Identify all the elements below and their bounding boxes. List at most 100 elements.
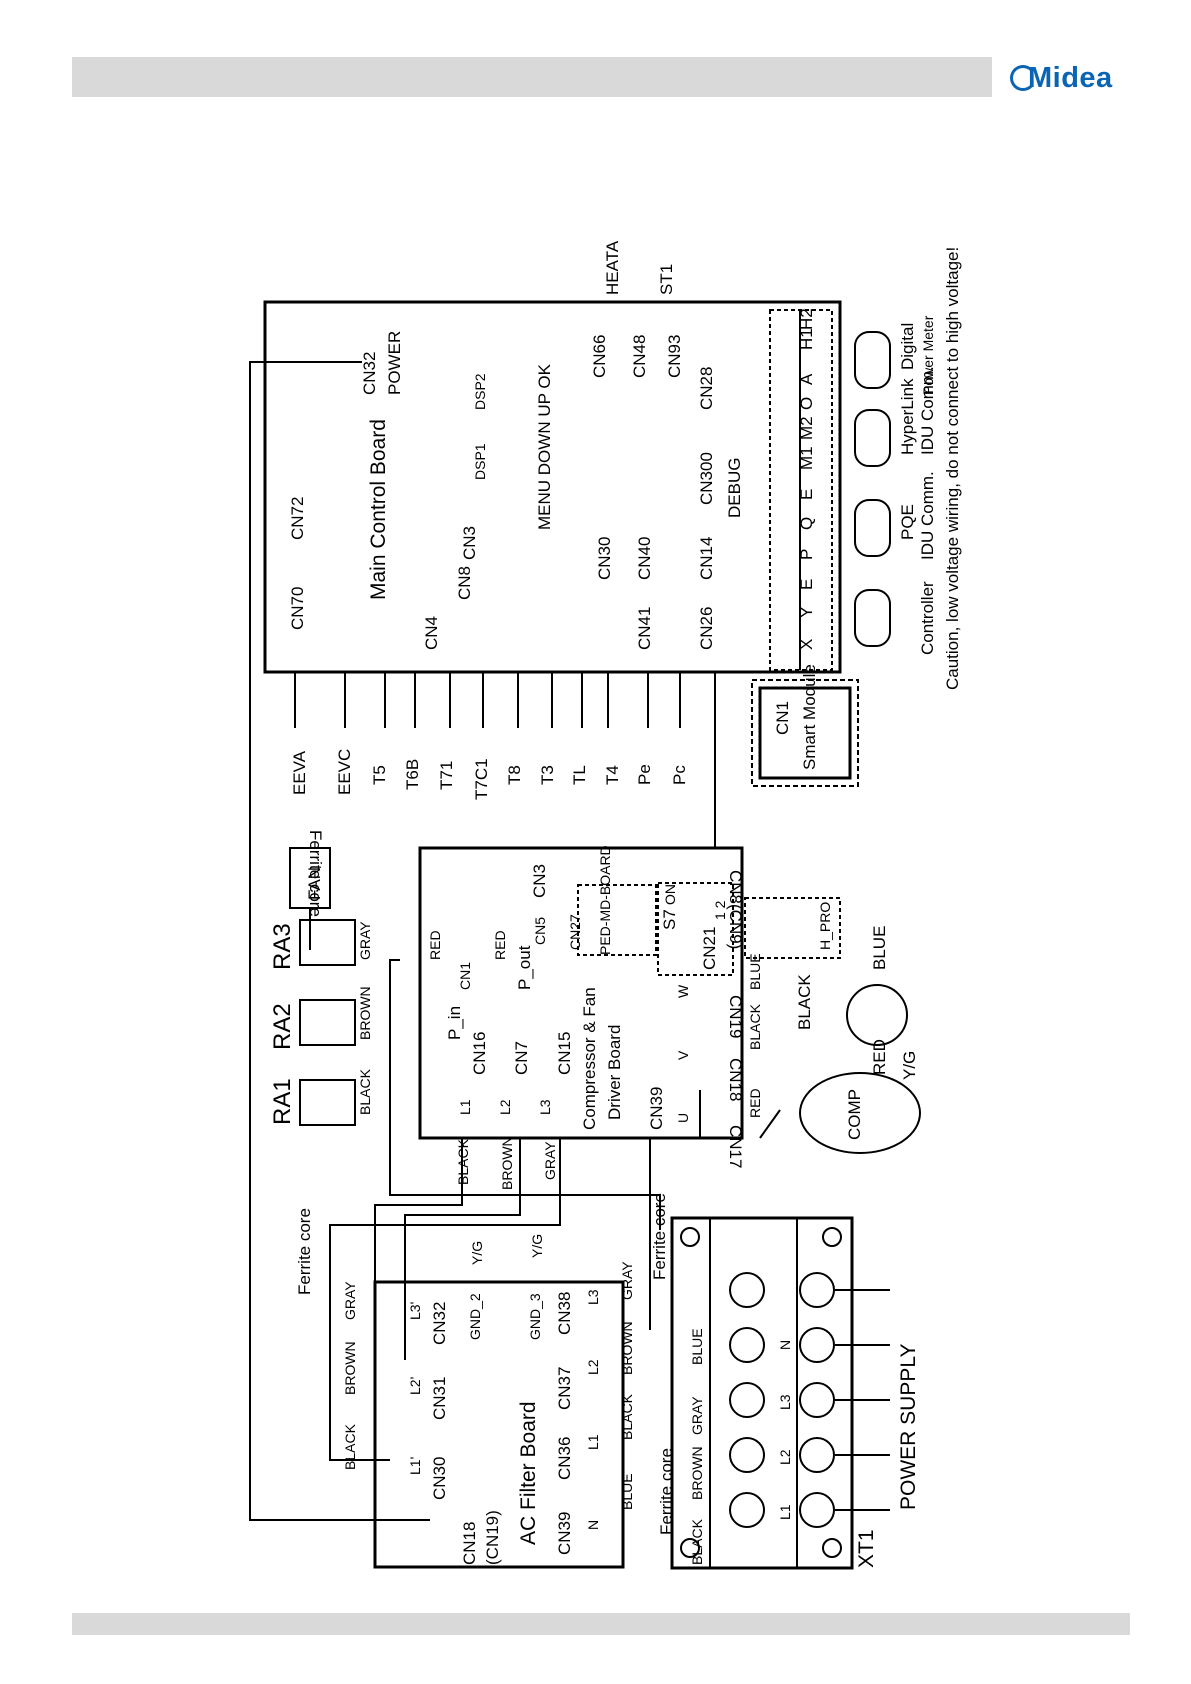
- terminal-y: Y: [797, 607, 816, 618]
- driver-switch-nums: 1 2: [712, 900, 728, 920]
- filter-cn38: CN38: [555, 1292, 574, 1335]
- smart-module-box: [758, 686, 852, 780]
- filter-title: AC Filter Board: [517, 1401, 540, 1545]
- terminal-x: X: [797, 639, 816, 650]
- sensor-t6b: T6B: [403, 759, 422, 790]
- smart-module-dashed-border: [751, 679, 859, 787]
- filter-gnd3: GND_3: [527, 1293, 543, 1340]
- terminal-p: P: [797, 549, 816, 560]
- terminal-m2: M2: [797, 416, 816, 440]
- xt1-l3: L3: [777, 1394, 793, 1410]
- sensor-pe: Pe: [635, 764, 654, 785]
- sensor-t7c1: T7C1: [472, 758, 491, 800]
- filter-cn39: CN39: [555, 1512, 574, 1555]
- filter-cn19: (CN19): [483, 1510, 502, 1565]
- driver-cn21: CN21: [700, 927, 719, 970]
- driver-title-2: Driver Board: [605, 1025, 624, 1120]
- footer-bar: [72, 1613, 1130, 1635]
- wire-black-driver: BLACK: [455, 1138, 471, 1185]
- smart-module-port: CN1: [773, 701, 792, 735]
- cn66-label: CN66: [590, 335, 609, 378]
- driver-cn1: CN1: [457, 962, 473, 990]
- terminal-e1: E: [797, 579, 816, 590]
- driver-s7: S7: [660, 909, 679, 930]
- driver-v: V: [675, 1050, 691, 1060]
- terminal-screws: [680, 1227, 842, 1558]
- driver-red-1: RED: [427, 930, 443, 960]
- ferrite-core-right: Ferrite core: [650, 1193, 669, 1280]
- logo-swoosh-icon: [1010, 65, 1036, 91]
- fan-label: FAN: [305, 867, 324, 900]
- driver-cn8: CN8(CN9): [726, 870, 745, 949]
- reactor-ra1: RA1: [269, 1078, 296, 1125]
- debug-label: DEBUG: [725, 458, 744, 518]
- cn72-label: CN72: [288, 497, 307, 540]
- filter-n: N: [585, 1520, 601, 1530]
- bus-label-pqe-b: IDU Comm.: [918, 471, 937, 560]
- wire-brown-driver: BROWN: [499, 1136, 515, 1190]
- wire-brown-xt1: BROWN: [619, 1321, 635, 1375]
- filter-l3: L3: [585, 1289, 601, 1305]
- yg-gnd3: Y/G: [529, 1234, 545, 1258]
- driver-cn3: CN3: [530, 864, 549, 898]
- driver-cn16: CN16: [470, 1032, 489, 1075]
- driver-h-pro: H_PRO: [817, 902, 833, 950]
- ferrite-core-fan: Ferrite core: [306, 830, 325, 917]
- bus-label-m1m2-b: IDU Comm.: [918, 366, 937, 455]
- sensor-tl: TL: [570, 765, 589, 785]
- sensor-t71: T71: [437, 761, 456, 790]
- cn40-label: CN40: [635, 537, 654, 580]
- driver-cn19: CN19: [726, 995, 745, 1038]
- driver-ped: PED-MD-BOARD: [597, 845, 613, 955]
- dsp1-label: DSP1: [472, 443, 488, 480]
- reactor-wire-black: BLACK: [357, 1068, 373, 1115]
- cn41-label: CN41: [635, 607, 654, 650]
- driver-cn17: CN17: [726, 1125, 745, 1168]
- yg-gnd2: Y/G: [469, 1241, 485, 1265]
- xt1-l2: L2: [777, 1449, 793, 1465]
- driver-cn39: CN39: [647, 1087, 666, 1130]
- driver-l3: L3: [537, 1099, 553, 1115]
- cn4-label: CN4: [422, 616, 441, 650]
- xt1-wire-blue: BLUE: [689, 1328, 705, 1365]
- driver-cn7: CN7: [512, 1041, 531, 1075]
- reactor-wire-brown: BROWN: [357, 986, 373, 1040]
- terminal-m1: M1: [797, 446, 816, 470]
- cn48-label: CN48: [630, 335, 649, 378]
- sensor-t5: T5: [370, 765, 389, 785]
- cn28-label: CN28: [697, 367, 716, 410]
- reactor-ra2: RA2: [269, 1003, 296, 1050]
- filter-gnd2: GND_2: [467, 1293, 483, 1340]
- wire-black-comp: BLACK: [747, 1003, 763, 1050]
- power-supply-label: POWER SUPPLY: [897, 1344, 920, 1510]
- filter-cn32: CN32: [430, 1302, 449, 1345]
- motor-red: RED: [870, 1039, 889, 1075]
- filter-l3p: L3': [407, 1302, 423, 1320]
- sensor-t8: T8: [505, 765, 524, 785]
- driver-cn18: CN18: [726, 1058, 745, 1101]
- header-bar: [72, 57, 992, 97]
- cn30-label: CN30: [595, 537, 614, 580]
- sensor-t3: T3: [538, 765, 557, 785]
- wire-blue-xt1: BLUE: [619, 1473, 635, 1510]
- wire-blue-comp: BLUE: [747, 953, 763, 990]
- bus-label-oa-a: Digital: [898, 323, 917, 370]
- midea-logo: Midea: [1010, 58, 1113, 98]
- xt1-n: N: [777, 1340, 793, 1350]
- bus-label-oa-b: Power Meter: [920, 315, 936, 395]
- compressor-label: COMP: [845, 1089, 864, 1140]
- motor-black: BLACK: [795, 974, 814, 1030]
- terminal-h2: H2: [797, 308, 816, 330]
- bus-label-xye: Controller: [918, 581, 937, 655]
- terminal-block-xt1: [670, 1216, 854, 1570]
- power-label: POWER: [385, 331, 404, 395]
- driver-l1: L1: [457, 1099, 473, 1115]
- driver-u: U: [675, 1113, 691, 1123]
- cn26-label: CN26: [697, 607, 716, 650]
- filter-cn30: CN30: [430, 1457, 449, 1500]
- cn70-label: CN70: [288, 587, 307, 630]
- main-board-title: Main Control Board: [367, 419, 390, 600]
- wire-brown-filter: BROWN: [342, 1341, 358, 1395]
- driver-cn27: CN27: [567, 914, 583, 950]
